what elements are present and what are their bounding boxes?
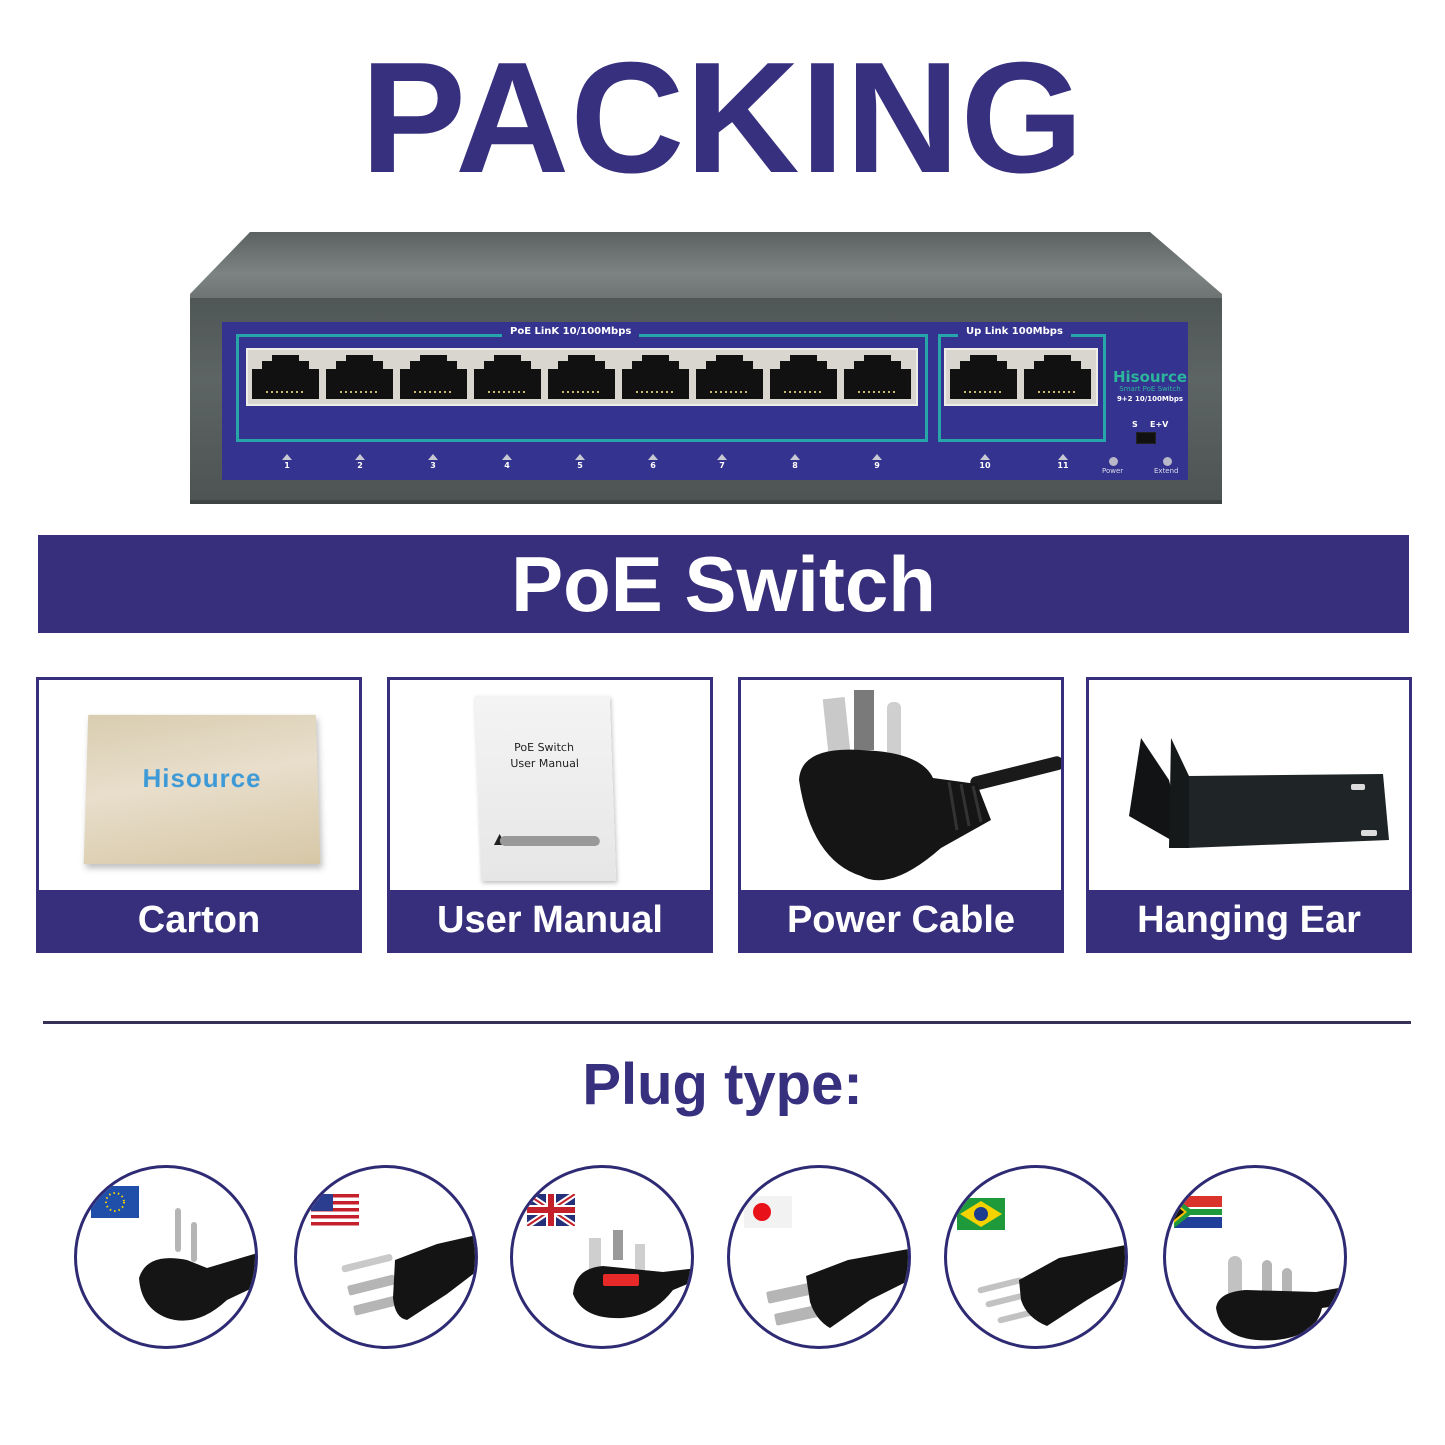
- port-label-11: 11: [1053, 454, 1073, 470]
- switch-front: PoE LinK 10/100Mbps 1 2 3 4 5 6 7 8 9: [190, 298, 1222, 504]
- poe-group-label: PoE LinK 10/100Mbps: [502, 326, 640, 337]
- rj45-port-5[interactable]: [548, 355, 615, 399]
- rj45-port-11[interactable]: [1024, 355, 1091, 399]
- port-label-8: 8: [785, 454, 805, 470]
- dip-label-ev: E+V: [1150, 420, 1169, 429]
- jp-plug-icon: [766, 1249, 908, 1328]
- power-plug-icon: [799, 690, 1061, 881]
- rj45-port-6[interactable]: [622, 355, 689, 399]
- rj45-port-2[interactable]: [326, 355, 393, 399]
- eu-plug-icon: [139, 1208, 255, 1321]
- plug-type-heading: Plug type:: [582, 1052, 863, 1117]
- port-label-6: 6: [643, 454, 663, 470]
- za-flag-icon: [1174, 1196, 1222, 1228]
- mounting-bracket-icon: [1129, 738, 1389, 848]
- manual-cover-title: PoE Switch User Manual: [510, 741, 580, 770]
- port-label-4: 4: [497, 454, 517, 470]
- plug-option-jp[interactable]: [727, 1165, 911, 1349]
- jp-flag-icon: [744, 1196, 792, 1228]
- port-indicator-icon: [790, 454, 800, 460]
- port-label-7: 7: [712, 454, 732, 470]
- switch-top-cover: [190, 232, 1222, 302]
- card-user-manual: PoE Switch User Manual User Manual: [387, 677, 713, 953]
- port-indicator-icon: [872, 454, 882, 460]
- uk-flag-icon: [527, 1194, 575, 1226]
- port-indicator-icon: [980, 454, 990, 460]
- port-label-1: 1: [277, 454, 297, 470]
- rj45-port-3[interactable]: [400, 355, 467, 399]
- port-indicator-icon: [428, 454, 438, 460]
- card-hanging-ear: Hanging Ear: [1086, 677, 1412, 953]
- card-power-cable: Power Cable: [738, 677, 1064, 953]
- rj45-port-8[interactable]: [770, 355, 837, 399]
- brand-name: Hisource: [1112, 368, 1188, 386]
- card-label-carton: Carton: [39, 890, 359, 950]
- brand-spec: 9+2 10/100Mbps: [1116, 395, 1184, 403]
- power-led-label: Power: [1102, 467, 1124, 475]
- us-flag-icon: [311, 1194, 359, 1226]
- plug-option-uk[interactable]: [510, 1165, 694, 1349]
- rj45-port-7[interactable]: [696, 355, 763, 399]
- plug-option-us[interactable]: [294, 1165, 478, 1349]
- card-label-hanging-ear: Hanging Ear: [1089, 890, 1409, 950]
- port-label-9: 9: [867, 454, 887, 470]
- rj45-port-4[interactable]: [474, 355, 541, 399]
- card-label-user-manual: User Manual: [390, 890, 710, 950]
- brand-subtitle: Smart PoE Switch: [1119, 385, 1181, 393]
- rj45-port-1[interactable]: [252, 355, 319, 399]
- uplink-port-strip: [944, 348, 1098, 406]
- poe-switch-image: PoE LinK 10/100Mbps 1 2 3 4 5 6 7 8 9: [190, 232, 1222, 504]
- carton-brand-text: Hisource: [142, 763, 262, 793]
- br-plug-icon: [977, 1245, 1125, 1326]
- card-label-power-cable: Power Cable: [741, 890, 1061, 950]
- plug-option-br[interactable]: [944, 1165, 1128, 1349]
- power-led-icon: [1109, 457, 1118, 466]
- extend-led-icon: [1163, 457, 1172, 466]
- plug-option-za[interactable]: [1163, 1165, 1347, 1349]
- switch-brand-block: Hisource Smart PoE Switch 9+2 10/100Mbps: [1112, 370, 1188, 404]
- za-plug-icon: [1216, 1256, 1344, 1341]
- uk-plug-icon: [573, 1230, 691, 1319]
- us-plug-icon: [341, 1235, 475, 1320]
- port-indicator-icon: [502, 454, 512, 460]
- dip-label-s: S: [1132, 420, 1138, 429]
- switch-front-panel: PoE LinK 10/100Mbps 1 2 3 4 5 6 7 8 9: [222, 322, 1188, 480]
- port-indicator-icon: [717, 454, 727, 460]
- uplink-group-label: Up Link 100Mbps: [958, 326, 1071, 337]
- carton-image: Hisource: [39, 680, 359, 893]
- carton-box: Hisource: [83, 714, 321, 865]
- card-carton: Hisource Carton: [36, 677, 362, 953]
- port-label-10: 10: [975, 454, 995, 470]
- port-label-3: 3: [423, 454, 443, 470]
- extend-led-label: Extend: [1154, 467, 1179, 475]
- br-flag-icon: [957, 1198, 1005, 1230]
- rj45-port-9[interactable]: [844, 355, 911, 399]
- rj45-port-10[interactable]: [950, 355, 1017, 399]
- eu-flag-icon: [91, 1186, 139, 1218]
- port-indicator-icon: [648, 454, 658, 460]
- port-indicator-icon: [282, 454, 292, 460]
- page-title: PACKING: [360, 30, 1085, 206]
- product-banner: PoE Switch: [38, 535, 1409, 633]
- port-indicator-icon: [1058, 454, 1068, 460]
- port-indicator-icon: [575, 454, 585, 460]
- mode-dip-switch[interactable]: [1136, 432, 1156, 444]
- port-label-5: 5: [570, 454, 590, 470]
- poe-port-strip: [246, 348, 918, 406]
- hanging-ear-image: [1089, 680, 1409, 893]
- section-divider: [43, 1021, 1411, 1024]
- manual-image: PoE Switch User Manual: [390, 680, 710, 893]
- port-label-2: 2: [350, 454, 370, 470]
- power-cable-image: [741, 680, 1061, 893]
- plug-option-eu[interactable]: [74, 1165, 258, 1349]
- manual-booklet: PoE Switch User Manual: [474, 696, 617, 881]
- manual-warning-strip: [499, 836, 601, 846]
- port-indicator-icon: [355, 454, 365, 460]
